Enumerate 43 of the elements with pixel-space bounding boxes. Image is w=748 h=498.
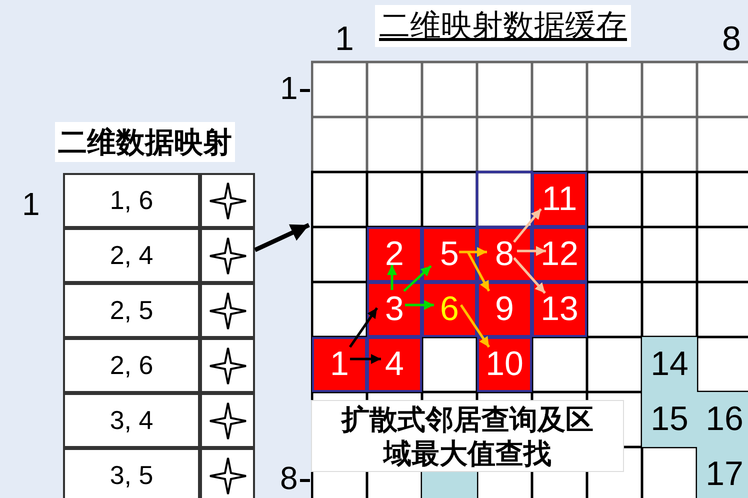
highlighted-cell: 10 [477,337,532,392]
highlighted-cell: 9 [477,282,532,337]
column-number: 8 [722,20,741,58]
table-cell: 2, 4 [63,228,200,283]
arrow [517,246,546,256]
highlighted-cell: 8 [477,227,532,282]
table-cell: 3, 5 [63,448,200,498]
table-heading: 二维数据映射 [55,122,235,162]
grid-cell [422,470,477,498]
highlighted-cell: 12 [532,227,587,282]
row-number: 1 [22,186,40,222]
table-cell: 1, 6 [63,173,200,228]
arrow [254,222,310,252]
highlighted-cell: 1 [312,337,367,392]
highlighted-cell: 11 [532,172,587,227]
highlighted-cell: 6 [422,282,477,337]
highlighted-cell: 4 [367,337,422,392]
highlighted-cell: 3 [367,282,422,337]
highlighted-cell: 2 [367,227,422,282]
arrow [405,300,434,310]
callout-box: 扩散式邻居查询及区域最大值查找 [311,400,624,472]
title: 二维映射数据缓存 [375,5,631,47]
arrow [460,304,490,348]
row-number: 1 [280,70,298,106]
grid-cell: 17 [697,447,748,498]
arrow [513,208,542,243]
arrow [403,265,432,292]
highlighted-cell: 13 [532,282,587,337]
row-number: 8 [280,460,298,496]
arrow [513,257,546,294]
grid-cell: 15 [642,392,697,447]
table-cell: 2, 6 [63,338,200,393]
arrow [348,307,378,348]
column-number: 1 [335,20,354,58]
arrow [466,251,490,292]
arrow [350,354,381,364]
highlighted-cell: 5 [422,227,477,282]
arrow [459,247,487,257]
table-cell: 2, 5 [63,283,200,338]
arrow [387,265,397,290]
grid-cell: 14 [642,337,697,392]
table-cell: 3, 4 [63,393,200,448]
grid-cell: 16 [697,392,748,447]
